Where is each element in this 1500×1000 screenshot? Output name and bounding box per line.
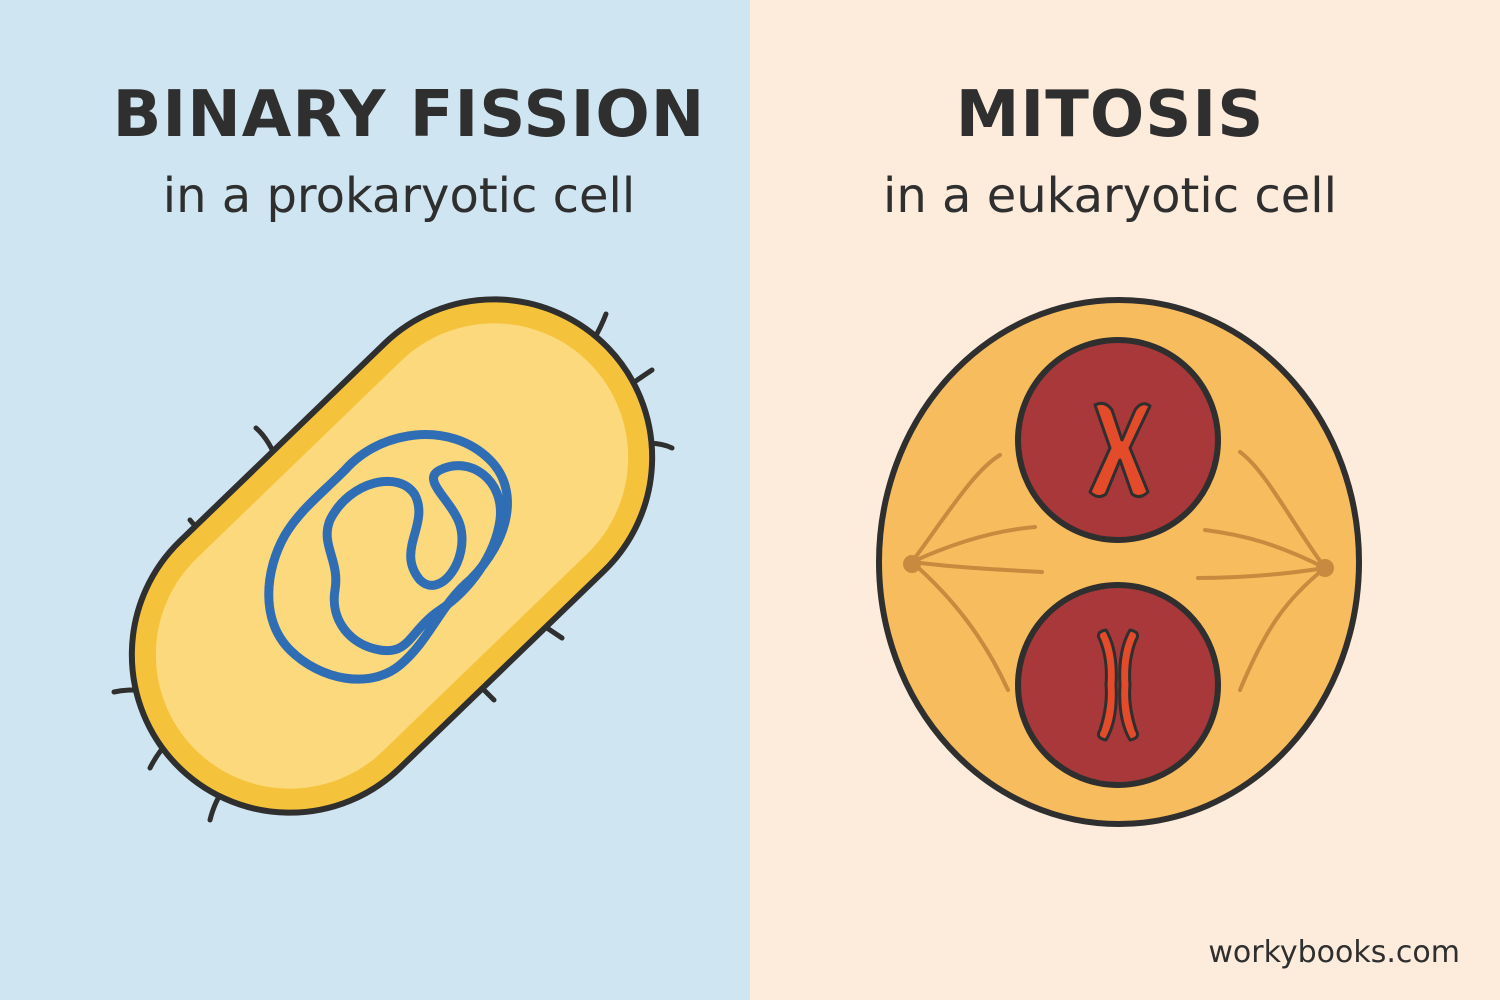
spindle-fibers (910, 450, 1327, 692)
centrosome-right (1316, 559, 1334, 577)
spindle-fiber (1203, 528, 1327, 570)
chromosome (1088, 401, 1152, 499)
chromosome-x (1088, 401, 1152, 499)
binary-fission-subtitle: in a prokaryotic cell (162, 168, 636, 224)
spindle-fiber (910, 453, 1002, 564)
nucleus-bottom (1015, 582, 1221, 788)
spindle-fiber (1238, 450, 1327, 570)
prokaryotic-cell-illustration (111, 296, 675, 823)
chromatid (1118, 628, 1139, 742)
centrosome-left (903, 555, 921, 573)
dna-strand (264, 430, 512, 684)
binary-fission-panel: BINARY FISSION in a prokaryotic cell (0, 0, 750, 1000)
binary-fission-title: BINARY FISSION (112, 78, 706, 152)
cell-membrane (876, 297, 1362, 827)
mitosis-panel: MITOSIS in a eukaryotic cell workybooks.… (750, 0, 1500, 1000)
chromatid (1097, 628, 1118, 742)
mitosis-subtitle: in a eukaryotic cell (883, 168, 1337, 224)
bacterium-body (128, 296, 656, 816)
cytoplasm (155, 323, 629, 789)
spindle-fiber (910, 560, 1044, 574)
mitosis-title: MITOSIS (955, 78, 1265, 152)
watermark[interactable]: workybooks.com (1208, 935, 1460, 970)
spindle-fiber (910, 560, 1010, 692)
spindle-fiber (910, 525, 1037, 564)
spindle-fiber (1196, 566, 1327, 580)
eukaryotic-cell-illustration (876, 297, 1362, 827)
circular-dna (264, 430, 512, 684)
spindle-fiber (1238, 566, 1327, 692)
dna-strand (322, 461, 505, 656)
chromosome-pair (1097, 628, 1139, 742)
